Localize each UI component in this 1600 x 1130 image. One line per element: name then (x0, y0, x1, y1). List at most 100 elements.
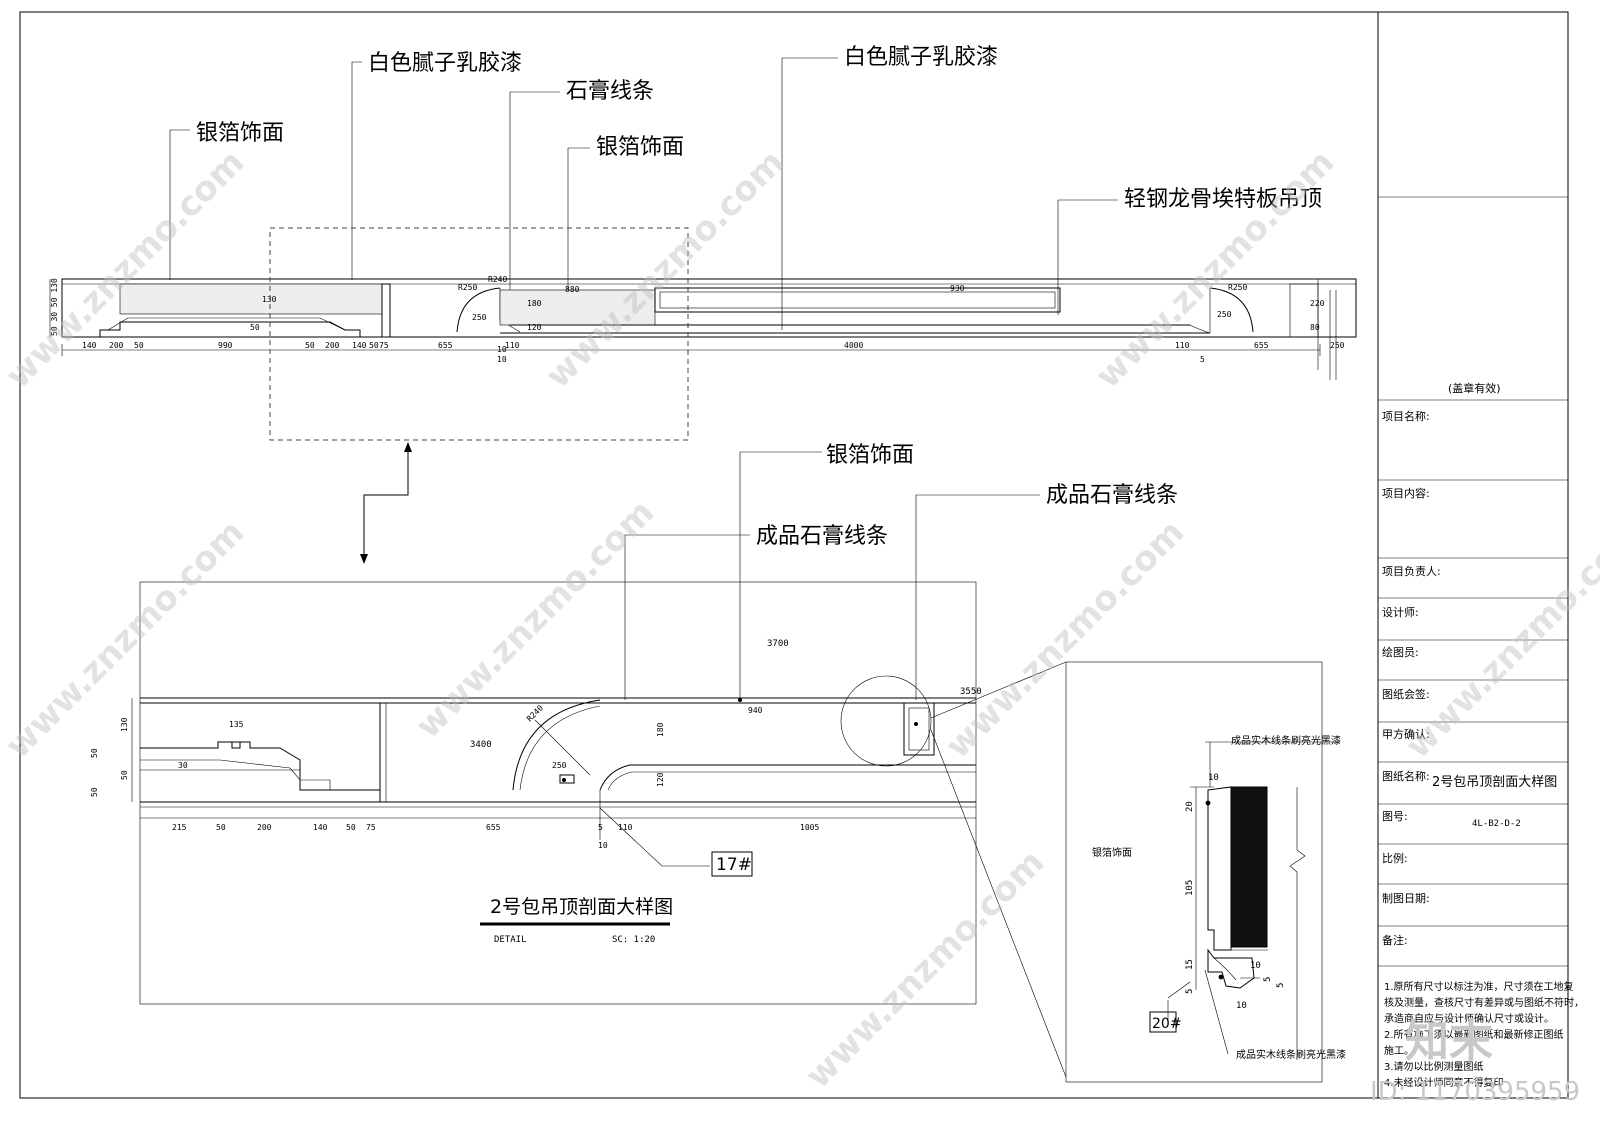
dim-top-140a: 140 (82, 341, 97, 350)
callout-detail-gypsum-2: 成品石膏线条 (1046, 483, 1178, 508)
dim-top-r250b: R250 (1228, 283, 1247, 292)
watermark-text: www.znzmo.com (538, 142, 792, 396)
dim-top-5: 5 (1200, 355, 1205, 364)
callout-white-paint-1: 白色腻子乳胶漆 (368, 51, 522, 76)
callout-detail-silver-leaf: 银箔饰面 (826, 443, 914, 468)
callout-detail-gypsum-1: 成品石膏线条 (756, 524, 888, 549)
callout-silver-leaf-top-left: 银箔饰面 (196, 121, 284, 146)
tb-countersign: 图纸会签: (1382, 687, 1430, 701)
dim-top-110a: 110 (505, 341, 520, 350)
profile-dimensions: 10 20 105 15 5 5 10 10 5 (1185, 773, 1286, 1011)
tag-17-label: 17# (716, 855, 752, 875)
callout-white-paint-2: 白色腻子乳胶漆 (844, 45, 998, 70)
tag-20-label: 20# (1152, 1016, 1182, 1032)
detail-sub-label: DETAIL (494, 935, 527, 945)
dim-det-50d: 50 (120, 770, 129, 780)
dim-top-left-vertical: 50 30 50 130 (50, 278, 59, 336)
dim-top-50d: 50 (250, 323, 260, 332)
dim-top-880: 880 (565, 285, 580, 294)
tb-date: 制图日期: (1382, 892, 1430, 905)
dim-det-50c: 50 (90, 748, 99, 758)
dim-det-200: 200 (257, 823, 272, 832)
tb-drawing-name-label: 图纸名称: (1382, 769, 1430, 783)
dim-top-180: 180 (527, 299, 542, 308)
dim-top-120: 120 (527, 323, 542, 332)
tb-drawing-no-label: 图号: (1382, 810, 1408, 823)
tb-note-line: 1.原所有尺寸以标注为准，尺寸须在工地复 (1384, 980, 1574, 993)
callout-silver-leaf-top: 银箔饰面 (596, 135, 684, 160)
detail-section-drawing (131, 661, 1067, 1078)
dim-det-3700: 3700 (767, 639, 789, 649)
dim-det-1005: 1005 (800, 823, 819, 832)
profile-label-side: 银箔饰面 (1092, 846, 1132, 859)
dim-top-r250a: R250 (458, 283, 477, 292)
tag-17-box (711, 851, 753, 877)
profile-label-top: 成品实木线条刷亮光黑漆 (1231, 734, 1341, 747)
dim-top-655b: 655 (1254, 341, 1269, 350)
dim-top-50a: 50 (134, 341, 144, 350)
callout-gypsum-line-top: 石膏线条 (566, 79, 654, 104)
dim-prof-5c: 5 (1263, 977, 1273, 982)
profile-detail-frame (1065, 661, 1323, 1083)
top-section-drawing (49, 278, 1357, 380)
dim-top-75: 75 (379, 341, 389, 350)
tb-project-name: 项目名称: (1382, 409, 1430, 423)
profile-label-bottom: 成品实木线条刷亮光黑漆 (1236, 1048, 1346, 1061)
dim-det-215: 215 (172, 823, 187, 832)
dim-det-50e: 50 (90, 787, 99, 797)
dim-top-990: 990 (218, 341, 233, 350)
watermark-text: www.znzmo.com (0, 142, 252, 396)
tb-project-lead: 项目负责人: (1382, 564, 1441, 578)
dim-top-140b: 140 (352, 341, 367, 350)
dim-top-10b: 10 (497, 345, 507, 354)
dim-det-135: 135 (229, 720, 244, 729)
dim-top-655a: 655 (438, 341, 453, 350)
tb-note-line: 3.请勿以比例测量图纸 (1384, 1060, 1484, 1073)
dim-top-110b: 110 (1175, 341, 1190, 350)
dim-top-130: 130 (262, 295, 277, 304)
dim-det-180: 180 (656, 722, 665, 737)
watermark-text: www.znzmo.com (1398, 512, 1600, 766)
dim-det-75: 75 (366, 823, 376, 832)
tb-drafter: 绘图员: (1382, 645, 1419, 659)
tb-note-line: 施工。 (1384, 1044, 1414, 1057)
dim-prof-5b: 5 (1276, 983, 1286, 988)
tb-drawing-name-value: 2号包吊顶剖面大样图 (1432, 775, 1557, 790)
tb-project-content: 项目内容: (1382, 486, 1430, 500)
detail-section-frame (139, 581, 977, 1005)
dim-det-130: 130 (120, 717, 129, 732)
dim-det-50a: 50 (216, 823, 226, 832)
dim-top-200a: 200 (109, 341, 124, 350)
dim-prof-105: 105 (1185, 880, 1195, 896)
top-dimensions: 140 200 50 990 50 200 140 50 75 655 110 … (50, 275, 1345, 364)
tb-stamp: (盖章有效) (1448, 381, 1501, 395)
dim-top-200b: 200 (325, 341, 340, 350)
dim-det-250: 250 (552, 761, 567, 770)
tb-note-line: 承造商自应与设计师确认尺寸或设计。 (1384, 1012, 1554, 1025)
dim-top-50b: 50 (305, 341, 315, 350)
tb-client-confirm: 甲方确认: (1382, 727, 1430, 741)
dim-top-220: 220 (1310, 299, 1325, 308)
dim-det-50b: 50 (346, 823, 356, 832)
dim-prof-20: 20 (1185, 801, 1195, 812)
dim-top-930: 930 (950, 284, 965, 293)
detail-callout-leaders (624, 451, 1040, 700)
dim-top-250b: 250 (1217, 310, 1232, 319)
dim-top-4000: 4000 (844, 341, 863, 350)
dim-det-655: 655 (486, 823, 501, 832)
tb-drawing-no-value: 4L-B2-D-2 (1472, 819, 1521, 829)
dim-det-30: 30 (178, 761, 188, 770)
tag-20-box (1149, 1011, 1177, 1033)
dim-det-10: 10 (598, 841, 608, 850)
sheet-border (19, 11, 1569, 1099)
dim-top-250a: 250 (472, 313, 487, 322)
detail-scale-label: SC: 1:20 (612, 935, 655, 945)
tb-remarks: 备注: (1382, 933, 1408, 947)
tb-note-line: 4.未经设计师同意不得复印 (1384, 1076, 1504, 1089)
dim-prof-10c: 10 (1236, 1001, 1247, 1011)
watermark-id: ID: 1170395959 (1370, 1077, 1580, 1107)
detail-dimensions: 215 50 200 140 50 75 655 110 1005 5 10 3… (90, 639, 982, 850)
tb-scale: 比例: (1382, 851, 1408, 865)
title-block-grid (1378, 196, 1568, 967)
dim-det-120: 120 (656, 772, 665, 787)
